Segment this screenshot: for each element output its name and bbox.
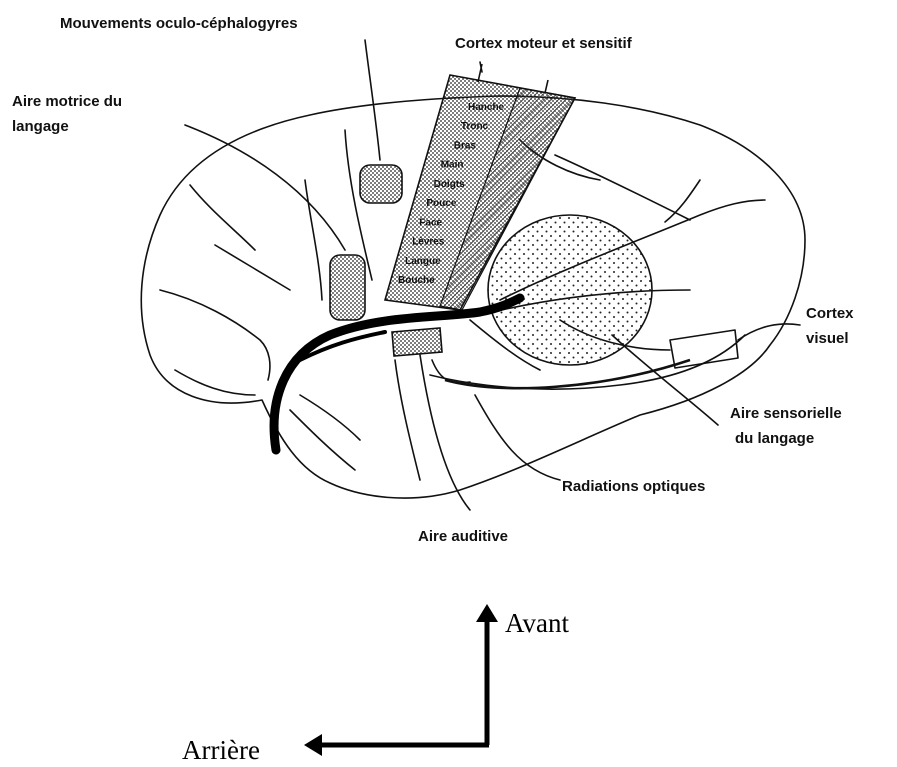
label-arriere: Arrière: [182, 735, 260, 765]
homunculus-label: Doigts: [434, 179, 466, 190]
label-oculo: Mouvements oculo-céphalogyres: [60, 15, 298, 32]
sulcus: [300, 395, 360, 440]
sulcus: [190, 185, 255, 250]
label-cortex-visuel-1: Cortex: [806, 305, 854, 322]
label-radiations: Radiations optiques: [562, 478, 705, 495]
sulcus: [555, 155, 690, 220]
label-aire-sensorielle-1: Aire sensorielle: [730, 405, 842, 422]
homunculus-label: Tronc: [461, 121, 489, 132]
sensory-language-area: [488, 215, 652, 365]
arrow-arriere-head: [304, 734, 322, 756]
label-cortex-moteur: Cortex moteur et sensitif: [455, 35, 633, 52]
oculo-cephalogyre-area: [360, 165, 402, 203]
label-aire-sensorielle-2: du langage: [735, 430, 814, 447]
auditory-area: [392, 328, 442, 356]
label-aire-motrice-2: langage: [12, 118, 69, 135]
sulcus: [395, 360, 420, 480]
label-aire-motrice-1: Aire motrice du: [12, 93, 122, 110]
broca-area: [330, 255, 365, 320]
arrow-avant-head: [476, 604, 498, 622]
homunculus-label: Langue: [405, 256, 441, 267]
leader-aire-motrice: [185, 125, 345, 250]
homunculus-label: Main: [441, 160, 464, 171]
sulcus: [215, 245, 290, 290]
label-auditive: Aire auditive: [418, 528, 508, 545]
sulcus: [160, 290, 270, 380]
strip-top-tick: [545, 80, 548, 93]
homunculus-label: Pouce: [426, 198, 456, 209]
sulcus: [175, 370, 255, 395]
homunculus-label: Bouche: [398, 275, 435, 286]
leader-oculo: [365, 40, 380, 160]
homunculus-label: Lèvres: [412, 237, 445, 248]
leader-aire-sensorielle: [612, 335, 718, 425]
homunculus-label: Bras: [454, 140, 477, 151]
label-avant: Avant: [505, 608, 569, 638]
homunculus-label: Face: [419, 217, 442, 228]
sulcus: [305, 180, 322, 300]
label-cortex-visuel-2: visuel: [806, 330, 849, 347]
homunculus-label: Hanche: [468, 102, 505, 113]
leader-cortex-visuel: [738, 324, 800, 340]
